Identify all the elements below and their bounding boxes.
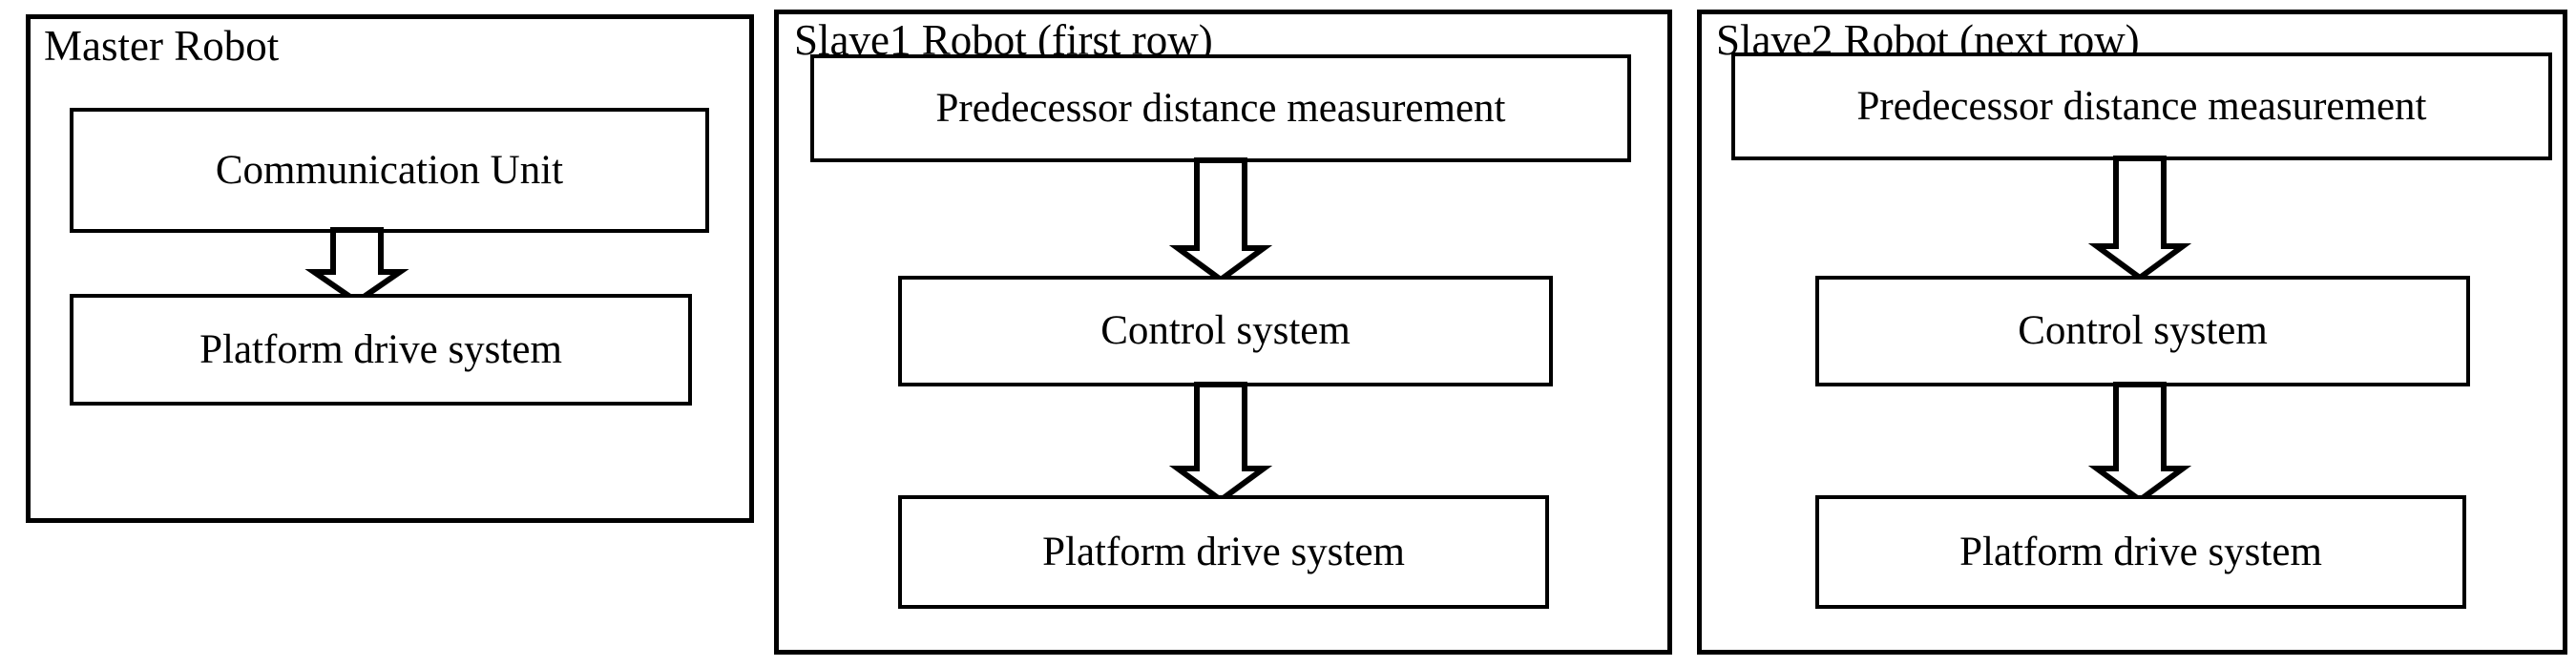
arrow-comm-to-drive xyxy=(304,227,434,305)
node-label-slave1-predecessor-distance-measurement: Predecessor distance measurement xyxy=(935,85,1506,131)
node-label-slave2-platform-drive-system: Platform drive system xyxy=(1959,529,2322,574)
node-communication-unit: Communication Unit xyxy=(70,108,709,233)
arrow-slave2-control-to-drive xyxy=(2087,382,2217,504)
node-slave2-control-system: Control system xyxy=(1815,276,2470,386)
node-slave1-platform-drive-system: Platform drive system xyxy=(898,495,1549,609)
node-label-slave2-control-system: Control system xyxy=(2018,308,2268,354)
node-label-slave1-control-system: Control system xyxy=(1100,308,1351,354)
node-label-slave2-predecessor-distance-measurement: Predecessor distance measurement xyxy=(1856,83,2427,129)
node-slave2-platform-drive-system: Platform drive system xyxy=(1815,495,2466,609)
node-slave1-predecessor-distance-measurement: Predecessor distance measurement xyxy=(810,54,1631,162)
arrow-slave1-control-to-drive xyxy=(1168,382,1298,504)
panel-title-master-robot: Master Robot xyxy=(44,22,280,70)
node-master-platform-drive-system: Platform drive system xyxy=(70,294,692,406)
arrow-slave2-measure-to-control xyxy=(2087,156,2217,281)
panel-master-robot xyxy=(26,14,754,523)
node-label-master-platform-drive-system: Platform drive system xyxy=(199,326,562,372)
arrow-slave1-measure-to-control xyxy=(1168,157,1298,283)
node-label-communication-unit: Communication Unit xyxy=(215,147,564,193)
node-slave1-control-system: Control system xyxy=(898,276,1553,386)
node-label-slave1-platform-drive-system: Platform drive system xyxy=(1042,529,1405,574)
node-slave2-predecessor-distance-measurement: Predecessor distance measurement xyxy=(1731,52,2552,160)
